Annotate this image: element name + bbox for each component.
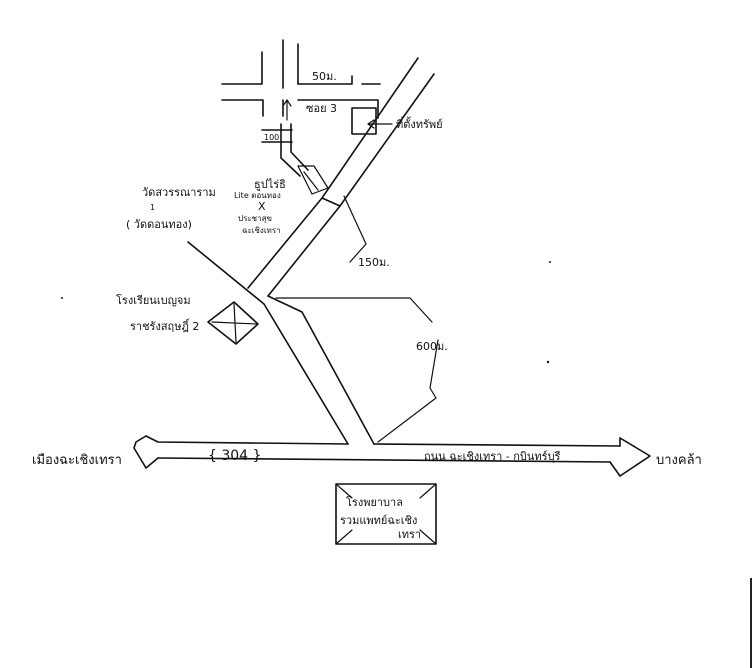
- route-304-road: [133, 435, 651, 477]
- cross-mark: X: [258, 200, 266, 213]
- school-label-b: ราชรังสฤษฎิ์ 2: [130, 318, 199, 333]
- temple-label-b: ( วัดดอนทอง): [126, 218, 192, 231]
- shop-label-a: ธูปไร่ธิ: [254, 178, 286, 191]
- distance-600m-label: 600ม.: [416, 340, 448, 353]
- hospital-label-a: โรงพยาบาล: [346, 495, 403, 509]
- school-label-a: โรงเรียนเบญจม: [116, 293, 191, 307]
- scan-edge: [750, 578, 752, 668]
- scan-dot: [549, 261, 551, 263]
- land-label: ที่ตั้งทรัพย์: [396, 116, 443, 131]
- hospital-building: [335, 483, 437, 545]
- north-arrow-icon: [282, 99, 292, 121]
- east-town-label: บางคล้า: [656, 453, 702, 468]
- distance-leader-lines: [275, 195, 439, 443]
- distance-150m-label: 150ม.: [358, 256, 390, 269]
- bank-label-b: ฉะเชิงเทรา: [242, 226, 281, 235]
- distance-50m-label: 50ม.: [312, 70, 337, 83]
- hospital-label-c: เทรา: [398, 528, 421, 541]
- road-name-label: ถนน ฉะเชิงเทรา - กบินทร์บุรี: [424, 450, 561, 463]
- main-diagonal-road: [247, 57, 435, 297]
- lower-side-road: [261, 123, 309, 177]
- distance-100-label: 100: [264, 133, 279, 142]
- hospital-label-b: รวมแพทย์ฉะเชิง: [340, 514, 417, 527]
- top-side-road: [221, 39, 381, 119]
- west-city-label: เมืองฉะเชิงเทรา: [32, 452, 122, 468]
- school-building-icon: [207, 301, 259, 345]
- scan-dot: [546, 360, 550, 364]
- temple-label-a: วัดสวรรณาราม: [142, 186, 216, 199]
- scan-dot: [61, 297, 63, 299]
- land-parcel-marker: [351, 107, 377, 135]
- shop-label-b: Lite ตอนทอง: [234, 191, 281, 200]
- bank-label-a: ประชาสุข: [238, 214, 272, 223]
- temple-label-digit: 1: [150, 203, 155, 212]
- soi-label: ซอย 3: [306, 102, 337, 115]
- highway-304-label: { 304 }: [208, 448, 261, 464]
- shop-building: [297, 165, 329, 195]
- south-road: [187, 241, 375, 445]
